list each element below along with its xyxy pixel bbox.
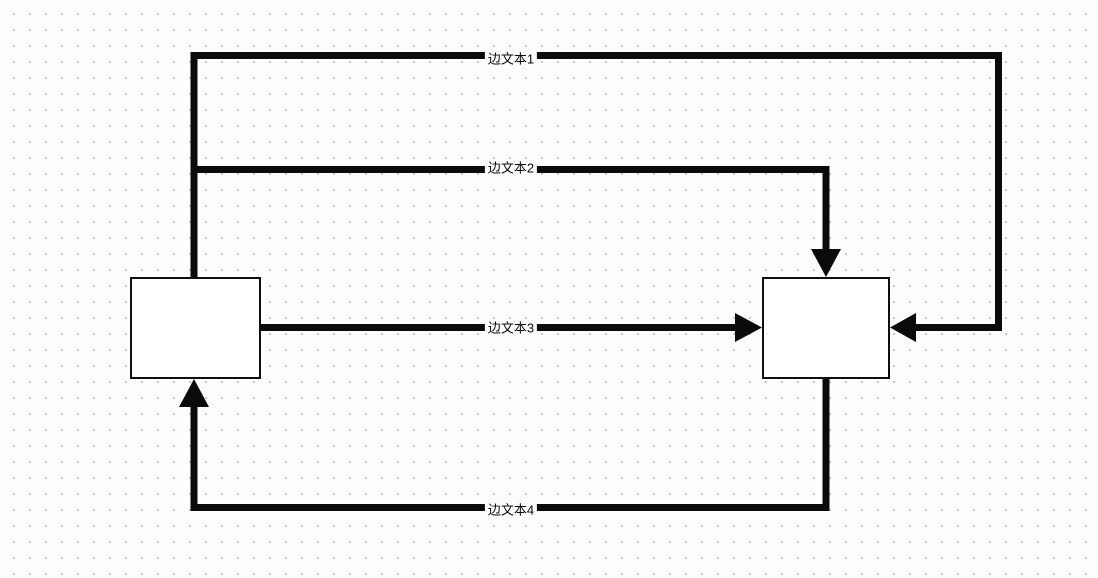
edge-1-arrowhead-icon	[890, 313, 916, 342]
edge-1-path[interactable]	[190, 52, 1002, 331]
node-right[interactable]	[762, 277, 890, 379]
edge-4-path[interactable]	[190, 379, 830, 511]
edge-2-label[interactable]: 边文本2	[484, 159, 538, 177]
edge-3-label[interactable]: 边文本3	[484, 319, 538, 337]
edge-3-arrowhead-icon	[735, 313, 762, 342]
edge-1-label[interactable]: 边文本1	[484, 50, 538, 68]
node-left[interactable]	[130, 277, 261, 379]
edge-4-path-group[interactable]	[179, 379, 830, 511]
edge-4-label[interactable]: 边文本4	[484, 501, 538, 519]
edge-2-path[interactable]	[190, 166, 830, 278]
edge-1-path-group[interactable]	[190, 52, 1002, 343]
edge-2-arrowhead-icon	[811, 249, 841, 277]
edge-4-arrowhead-icon	[179, 379, 209, 407]
edge-2-path-group[interactable]	[190, 166, 841, 278]
